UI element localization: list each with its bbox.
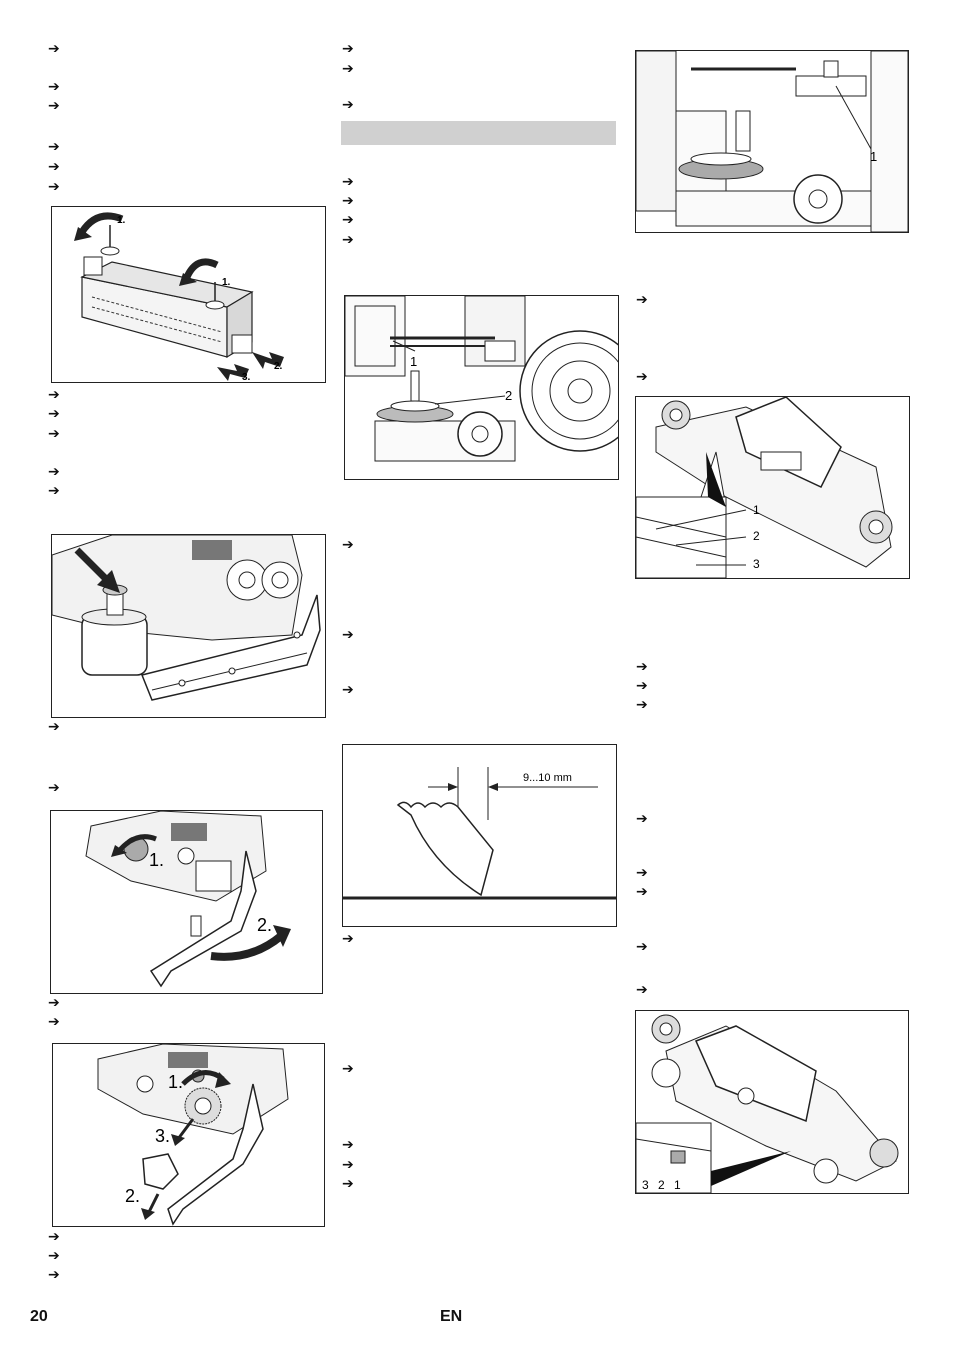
bullet-arrow: ➔ (636, 982, 648, 998)
bullet-arrow: ➔ (342, 232, 354, 248)
bullet-arrow: ➔ (342, 193, 354, 209)
callout-label: 1 (674, 1178, 681, 1192)
bullet-arrow: ➔ (636, 811, 648, 827)
figure-brush-remove: 1. 3. 2. (52, 1043, 325, 1227)
bullet-arrow: ➔ (342, 1137, 354, 1153)
step-label: 2. (125, 1186, 140, 1206)
figure-squeegee-remove: 1. 2. (50, 810, 323, 994)
figure-brush-head-side (51, 534, 326, 718)
bullet-arrow: ➔ (636, 697, 648, 713)
bullet-arrow: ➔ (48, 483, 60, 499)
callout-label: 2 (753, 529, 760, 543)
squeegee-remove-drawing: 1. 2. (85, 811, 291, 988)
bullet-arrow: ➔ (342, 537, 354, 553)
bullet-arrow: ➔ (636, 939, 648, 955)
bullet-arrow: ➔ (342, 212, 354, 228)
bullet-arrow: ➔ (48, 98, 60, 114)
blade-dimension-drawing: 9...10 mm (343, 767, 616, 900)
callout-label: 2 (505, 388, 512, 403)
dimension-label: 9...10 mm (523, 772, 572, 784)
step-label: 1. (168, 1072, 183, 1092)
brush-head-drawing (52, 535, 321, 701)
figure-roller-mechanism: 1 (635, 50, 909, 233)
page-number: 20 (30, 1308, 48, 1325)
callout-label: 3 (642, 1178, 649, 1192)
callout-label: 2 (658, 1178, 665, 1192)
bullet-arrow: ➔ (342, 627, 354, 643)
bullet-arrow: ➔ (48, 1248, 60, 1264)
figure-blade-removal: 1. 1. 2. 3. (51, 206, 326, 383)
figure-blade-dimension: 9...10 mm (342, 744, 617, 927)
roller-mechanism-drawing: 1 (636, 51, 908, 232)
bullet-arrow: ➔ (48, 387, 60, 403)
bullet-arrow: ➔ (636, 678, 648, 694)
bullet-arrow: ➔ (48, 139, 60, 155)
step-label: 3. (242, 372, 251, 382)
bullet-arrow: ➔ (48, 41, 60, 57)
step-label: 1. (149, 850, 164, 870)
figure-mechanism-top: 1 2 (344, 295, 619, 480)
blade-removal-drawing: 1. 1. 2. 3. (74, 212, 284, 382)
mechanism-drawing: 1 2 (345, 296, 618, 462)
bullet-arrow: ➔ (636, 865, 648, 881)
bullet-arrow: ➔ (342, 1157, 354, 1173)
bullet-arrow: ➔ (342, 61, 354, 77)
language-code: EN (440, 1308, 463, 1325)
step-label: 3. (155, 1126, 170, 1146)
bullet-arrow: ➔ (48, 159, 60, 175)
bullet-arrow: ➔ (48, 179, 60, 195)
bullet-arrow: ➔ (48, 1229, 60, 1245)
callout-label: 1 (753, 503, 760, 517)
bullet-arrow: ➔ (48, 1014, 60, 1030)
bullet-arrow: ➔ (48, 426, 60, 442)
callout-label: 3 (753, 557, 760, 571)
bullet-arrow: ➔ (636, 659, 648, 675)
section-heading-bar (341, 121, 616, 145)
bullet-arrow: ➔ (342, 1176, 354, 1192)
bullet-arrow: ➔ (636, 884, 648, 900)
callout-label: 1 (870, 149, 877, 164)
bullet-arrow: ➔ (48, 995, 60, 1011)
bullet-arrow: ➔ (342, 931, 354, 947)
step-label: 2. (257, 915, 272, 935)
bullet-arrow: ➔ (48, 780, 60, 796)
bullet-arrow: ➔ (48, 1267, 60, 1283)
bullet-arrow: ➔ (342, 174, 354, 190)
bullet-arrow: ➔ (48, 464, 60, 480)
step-label: 1. (117, 215, 126, 226)
step-label: 1. (222, 277, 231, 288)
bullet-arrow: ➔ (342, 682, 354, 698)
brush-remove-drawing: 1. 3. 2. (97, 1044, 289, 1226)
bullet-arrow: ➔ (342, 41, 354, 57)
bullet-arrow: ➔ (48, 406, 60, 422)
figure-squeegee-callouts: 1 2 3 (635, 396, 910, 579)
bullet-arrow: ➔ (636, 369, 648, 385)
step-label: 2. (274, 361, 283, 372)
bullet-arrow: ➔ (342, 97, 354, 113)
bullet-arrow: ➔ (636, 292, 648, 308)
bullet-arrow: ➔ (48, 719, 60, 735)
figure-squeegee-callouts-alt: 3 2 1 (635, 1010, 909, 1194)
squeegee-callouts-drawing: 1 2 3 (636, 397, 893, 578)
callout-label: 1 (410, 354, 417, 369)
squeegee-callouts-alt-drawing: 3 2 1 (636, 1014, 899, 1193)
bullet-arrow: ➔ (48, 79, 60, 95)
bullet-arrow: ➔ (342, 1061, 354, 1077)
